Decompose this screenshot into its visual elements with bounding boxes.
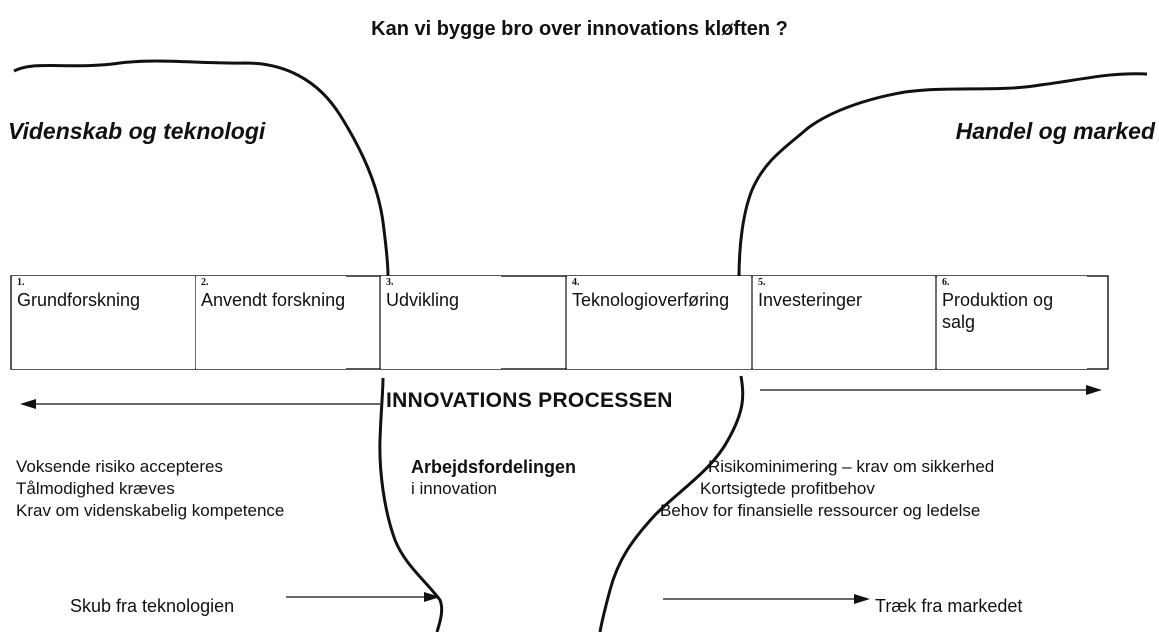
science-side-notes: Voksende risiko accepteres Tålmodighed k… bbox=[16, 456, 284, 522]
process-arrow-left-head bbox=[20, 399, 36, 409]
stage-number: 3. bbox=[386, 277, 394, 288]
stage-number: 5. bbox=[758, 277, 766, 288]
left-cliff-line bbox=[13, 59, 390, 277]
stage-label: Udvikling bbox=[386, 290, 460, 310]
market-pull-label: Træk fra markedet bbox=[875, 596, 1023, 616]
stage-label: Investeringer bbox=[758, 290, 863, 310]
note-line: Risikominimering – krav om sikkerhed bbox=[708, 457, 995, 476]
stage-teknologioverforing: 4. Teknologioverføring bbox=[567, 276, 751, 369]
technology-push-label: Skub fra teknologien bbox=[70, 596, 235, 616]
stage-label: Teknologioverføring bbox=[572, 290, 730, 310]
division-of-labour-note: Arbejdsfordelingen i innovation bbox=[411, 456, 576, 500]
diagram-title: Kan vi bygge bro over innovations kløfte… bbox=[371, 18, 788, 40]
market-side-notes: Risikominimering – krav om sikkerhed Kor… bbox=[660, 456, 994, 522]
science-technology-heading: Videnskab og teknologi bbox=[8, 118, 266, 144]
right-chasm-wall bbox=[598, 375, 745, 632]
right-cliff-line bbox=[737, 72, 1148, 279]
note-line: Krav om videnskabelig kompetence bbox=[16, 501, 285, 520]
stage-number: 4. bbox=[572, 277, 580, 288]
note-line: Voksende risiko accepteres bbox=[16, 457, 223, 476]
stage-label: Produktion og salg bbox=[942, 290, 1054, 332]
innovation-process-label: INNOVATIONS PROCESSEN bbox=[384, 389, 675, 413]
stage-anvendt-forskning: 2. Anvendt forskning bbox=[196, 276, 346, 369]
left-chasm-wall bbox=[378, 377, 444, 632]
process-arrow-right-head bbox=[1086, 385, 1102, 395]
stage-udvikling: 3. Udvikling bbox=[381, 276, 501, 369]
note-line-bold: Arbejdsfordelingen bbox=[411, 457, 577, 477]
trade-market-heading: Handel og marked bbox=[955, 118, 1155, 144]
stage-label: Grundforskning bbox=[17, 290, 141, 310]
stage-grundforskning: 1. Grundforskning bbox=[12, 276, 195, 369]
stage-label: Anvendt forskning bbox=[201, 290, 346, 310]
note-line: Tålmodighed kræves bbox=[16, 479, 175, 498]
stage-number: 1. bbox=[17, 277, 25, 288]
stage-number: 6. bbox=[942, 277, 950, 288]
note-line: i innovation bbox=[411, 479, 498, 498]
push-arrow-head bbox=[424, 592, 440, 602]
note-line: Kortsigtede profitbehov bbox=[700, 479, 875, 498]
stage-box-frame bbox=[10, 275, 1109, 370]
stage-produktion-og-salg: 6. Produktion og salg bbox=[937, 276, 1087, 369]
stage-number: 2. bbox=[201, 277, 209, 288]
note-line: Behov for finansielle ressourcer og lede… bbox=[660, 501, 981, 520]
pull-arrow-head bbox=[854, 594, 870, 604]
stage-investeringer: 5. Investeringer bbox=[753, 276, 935, 369]
